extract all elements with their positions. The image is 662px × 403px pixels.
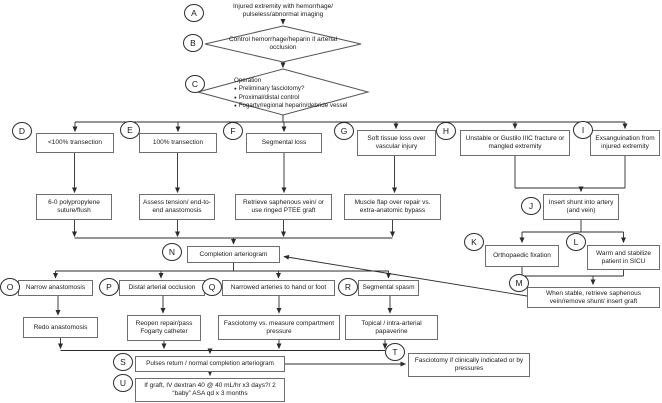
box-o: Narrow anastomosis [18, 280, 93, 296]
connector-lines [53, 19, 628, 377]
badge-q: Q [202, 278, 222, 296]
box-q: Narrowed arteries to hand or foot [222, 280, 335, 296]
bullet-icon: ● [234, 86, 237, 92]
box-g: Soft tissue loss over vascular injury [357, 130, 436, 156]
node-c-content: Operation ● Preliminary fasciotomy? ● Pr… [234, 77, 369, 111]
box-g1: Muscle flap over repair vs. extra-anatom… [344, 194, 441, 220]
box-q1: Fasciotomy vs. measure compartment press… [218, 315, 340, 340]
badge-i: I [573, 121, 593, 139]
badge-u: U [113, 374, 133, 392]
badge-p: P [99, 278, 119, 296]
box-o1: Redo anastomosis [23, 317, 98, 338]
badge-l: L [566, 233, 586, 251]
badge-h: H [436, 122, 456, 140]
badge-s: S [113, 353, 133, 371]
badge-r: R [338, 278, 358, 296]
box-k: Orthopaedic fixation [485, 245, 559, 267]
box-p1: Reopen repair/pass Fogarty catheter [127, 315, 201, 341]
box-p: Distal arterial occlusion [119, 280, 205, 296]
box-e: 100% transection [139, 133, 217, 153]
badge-g: G [334, 122, 354, 140]
box-t: Fasciotomy if clinically indicated or by… [408, 353, 530, 377]
box-m: When stable, retrieve saphenous vein/rem… [527, 287, 660, 308]
node-c-bullet-1: ● Preliminary fasciotomy? [234, 85, 305, 93]
box-n: Completion arteriogram [187, 246, 280, 263]
box-d1: 6-0 polypropylene suture/flush [36, 194, 112, 220]
badge-a: A [184, 4, 204, 22]
badge-m: M [509, 274, 529, 292]
node-c-title: Operation [234, 77, 262, 84]
box-f1: Retrieve saphenous vein/ or use ringed P… [235, 194, 332, 220]
node-c-bullet-2: ● Proximal/distal control [234, 93, 300, 101]
box-r1: Topical / intra-arterial papaverine [345, 315, 438, 340]
box-i: Exsanguination from injured extremity [590, 130, 660, 156]
badge-e: E [120, 121, 140, 139]
box-d: <100% transection [36, 133, 114, 153]
node-c-bullet-3: ● Fogarty/regional heparin/debride vesse… [234, 102, 348, 110]
node-b-text: Control hemorrhage/heparin if arterial o… [228, 36, 338, 52]
box-j: Insert shunt into artery (and vein) [543, 194, 619, 220]
box-s: Pulses return / normal completion arteri… [135, 356, 285, 372]
box-e1: Assess tension/ end-to-end anastomosis [139, 194, 215, 220]
badge-n: N [162, 243, 182, 261]
badge-d: D [12, 122, 32, 140]
box-r: Segmental spasm [358, 280, 419, 296]
box-h: Unstable or Gustilo IIIC fracture or man… [460, 130, 570, 156]
badge-f: F [223, 122, 243, 140]
bullet-icon: ● [234, 103, 237, 109]
node-a-text: Injured extremity with hemorrhage/ pulse… [232, 3, 334, 19]
badge-t: T [385, 343, 405, 361]
badge-k: K [464, 233, 484, 251]
decision-diamonds [196, 25, 370, 116]
badge-b: B [183, 34, 203, 52]
badge-j: J [521, 197, 541, 215]
badge-o: O [0, 278, 20, 296]
box-l: Warm and stabilize patient in SICU [587, 245, 660, 270]
box-u: If graft, IV dextran 40 @ 40 mL/hr x3 da… [135, 378, 285, 402]
badge-c: C [185, 75, 205, 93]
bullet-icon: ● [234, 94, 237, 100]
box-f: Segmental loss [246, 133, 322, 153]
